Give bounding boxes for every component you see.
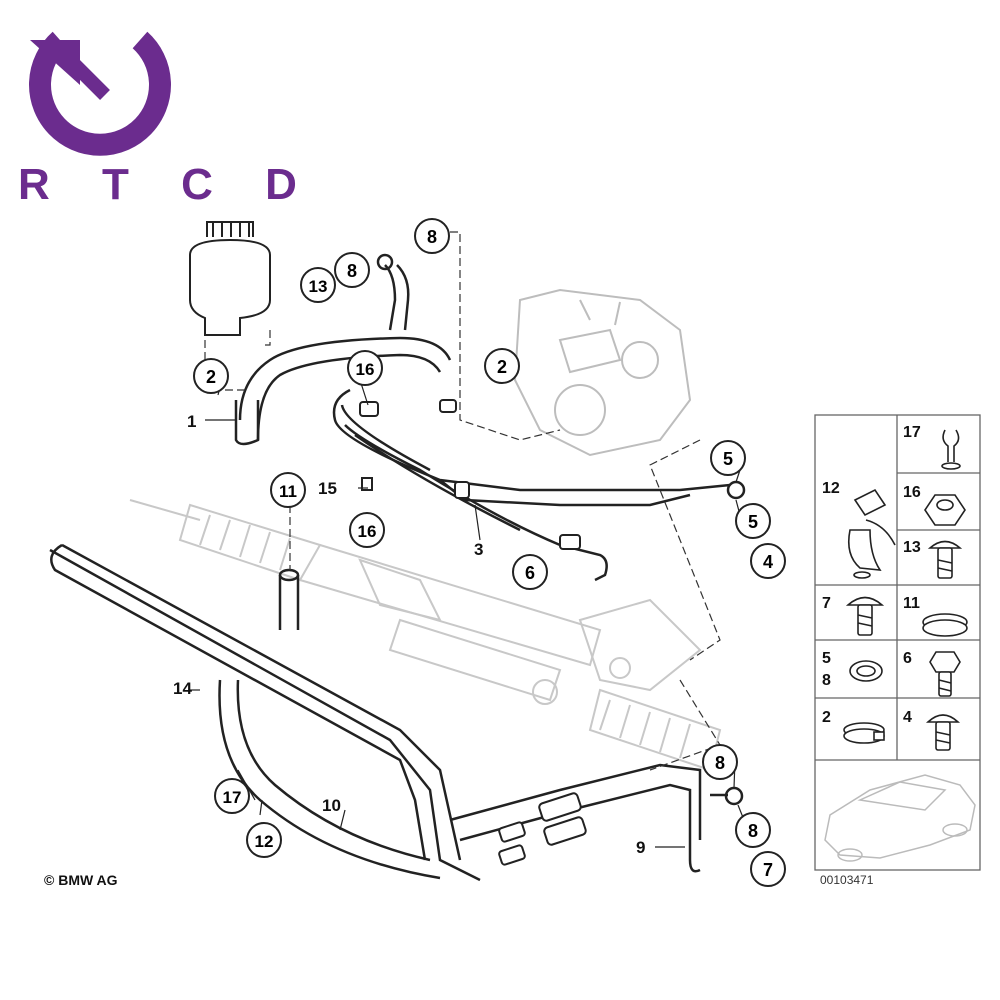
callout-5-a: 5 <box>710 440 746 476</box>
hose-lines <box>49 253 746 882</box>
svg-text:16: 16 <box>903 484 921 501</box>
svg-text:5: 5 <box>822 650 831 667</box>
car-sedan-icon <box>824 774 976 862</box>
hex-nut-icon <box>924 494 966 526</box>
svg-text:12: 12 <box>822 480 840 497</box>
svg-text:8: 8 <box>822 672 831 689</box>
svg-text:8: 8 <box>347 261 357 281</box>
clip-icon <box>941 429 961 470</box>
banjo-bolt-icon-2 <box>925 714 961 751</box>
svg-text:5: 5 <box>723 449 733 469</box>
parts-table <box>814 414 981 871</box>
callout-11: 11 <box>270 472 306 508</box>
callout-8-top: 8 <box>414 218 450 254</box>
diagram-id: 00103471 <box>820 873 874 887</box>
callout-13: 13 <box>300 267 336 303</box>
svg-text:17: 17 <box>223 788 242 807</box>
svg-text:7: 7 <box>822 595 831 612</box>
svg-text:6: 6 <box>903 650 912 667</box>
hose-couplings <box>359 399 587 866</box>
callout-12: 12 <box>246 822 282 858</box>
svg-text:4: 4 <box>903 709 912 726</box>
rotate-arrow-icon <box>29 31 171 156</box>
svg-text:13: 13 <box>309 277 328 296</box>
hex-bolt-icon <box>929 651 961 697</box>
svg-text:2: 2 <box>822 709 831 726</box>
seal-ring-icon <box>849 660 883 682</box>
hose-bracket-icon <box>847 488 896 579</box>
label-14: 14 <box>173 679 192 698</box>
svg-text:8: 8 <box>748 821 758 841</box>
callout-6: 6 <box>512 554 548 590</box>
plain-labels: 1 15 3 14 10 9 <box>173 412 645 857</box>
leader-lines <box>204 231 721 771</box>
label-1: 1 <box>187 412 196 431</box>
svg-text:6: 6 <box>525 563 535 583</box>
callout-7: 7 <box>750 851 786 887</box>
svg-text:11: 11 <box>279 482 297 501</box>
svg-text:2: 2 <box>497 357 507 377</box>
svg-text:8: 8 <box>427 227 437 247</box>
svg-text:17: 17 <box>903 424 921 441</box>
svg-text:7: 7 <box>763 860 773 880</box>
callout-2-left: 2 <box>193 358 229 394</box>
svg-text:11: 11 <box>903 595 920 612</box>
callout-8-low: 8 <box>702 744 738 780</box>
label-15: 15 <box>318 479 337 498</box>
svg-text:13: 13 <box>903 539 921 556</box>
fluid-reservoir <box>189 221 271 336</box>
callout-16-top: 16 <box>347 350 383 386</box>
bolt-icon <box>845 596 885 636</box>
steering-rack-drawing <box>129 499 722 772</box>
callout-8-low2: 8 <box>735 812 771 848</box>
callout-5-b: 5 <box>735 503 771 539</box>
label-10: 10 <box>322 796 341 815</box>
svg-text:12: 12 <box>255 832 274 851</box>
parts-table-numbers: 17 12 16 13 7 11 5 8 6 2 4 <box>822 424 921 726</box>
svg-text:4: 4 <box>763 552 773 572</box>
label-9: 9 <box>636 838 645 857</box>
banjo-bolt-icon <box>927 540 963 579</box>
callout-2-right: 2 <box>484 348 520 384</box>
callout-16-mid: 16 <box>349 512 385 548</box>
svg-text:16: 16 <box>356 360 375 379</box>
svg-text:2: 2 <box>206 367 216 387</box>
svg-text:8: 8 <box>715 753 725 773</box>
callout-4: 4 <box>750 543 786 579</box>
copyright-text: © BMW AG <box>44 872 118 888</box>
svg-text:5: 5 <box>748 512 758 532</box>
hose-clamp-icon <box>922 613 968 637</box>
svg-text:16: 16 <box>358 522 377 541</box>
logo-text: R T C D <box>18 160 317 209</box>
callout-17: 17 <box>214 778 250 814</box>
power-steering-pump-drawing <box>513 288 692 457</box>
clamp-icon <box>843 722 885 744</box>
callout-8-left: 8 <box>334 252 370 288</box>
label-3: 3 <box>474 540 483 559</box>
